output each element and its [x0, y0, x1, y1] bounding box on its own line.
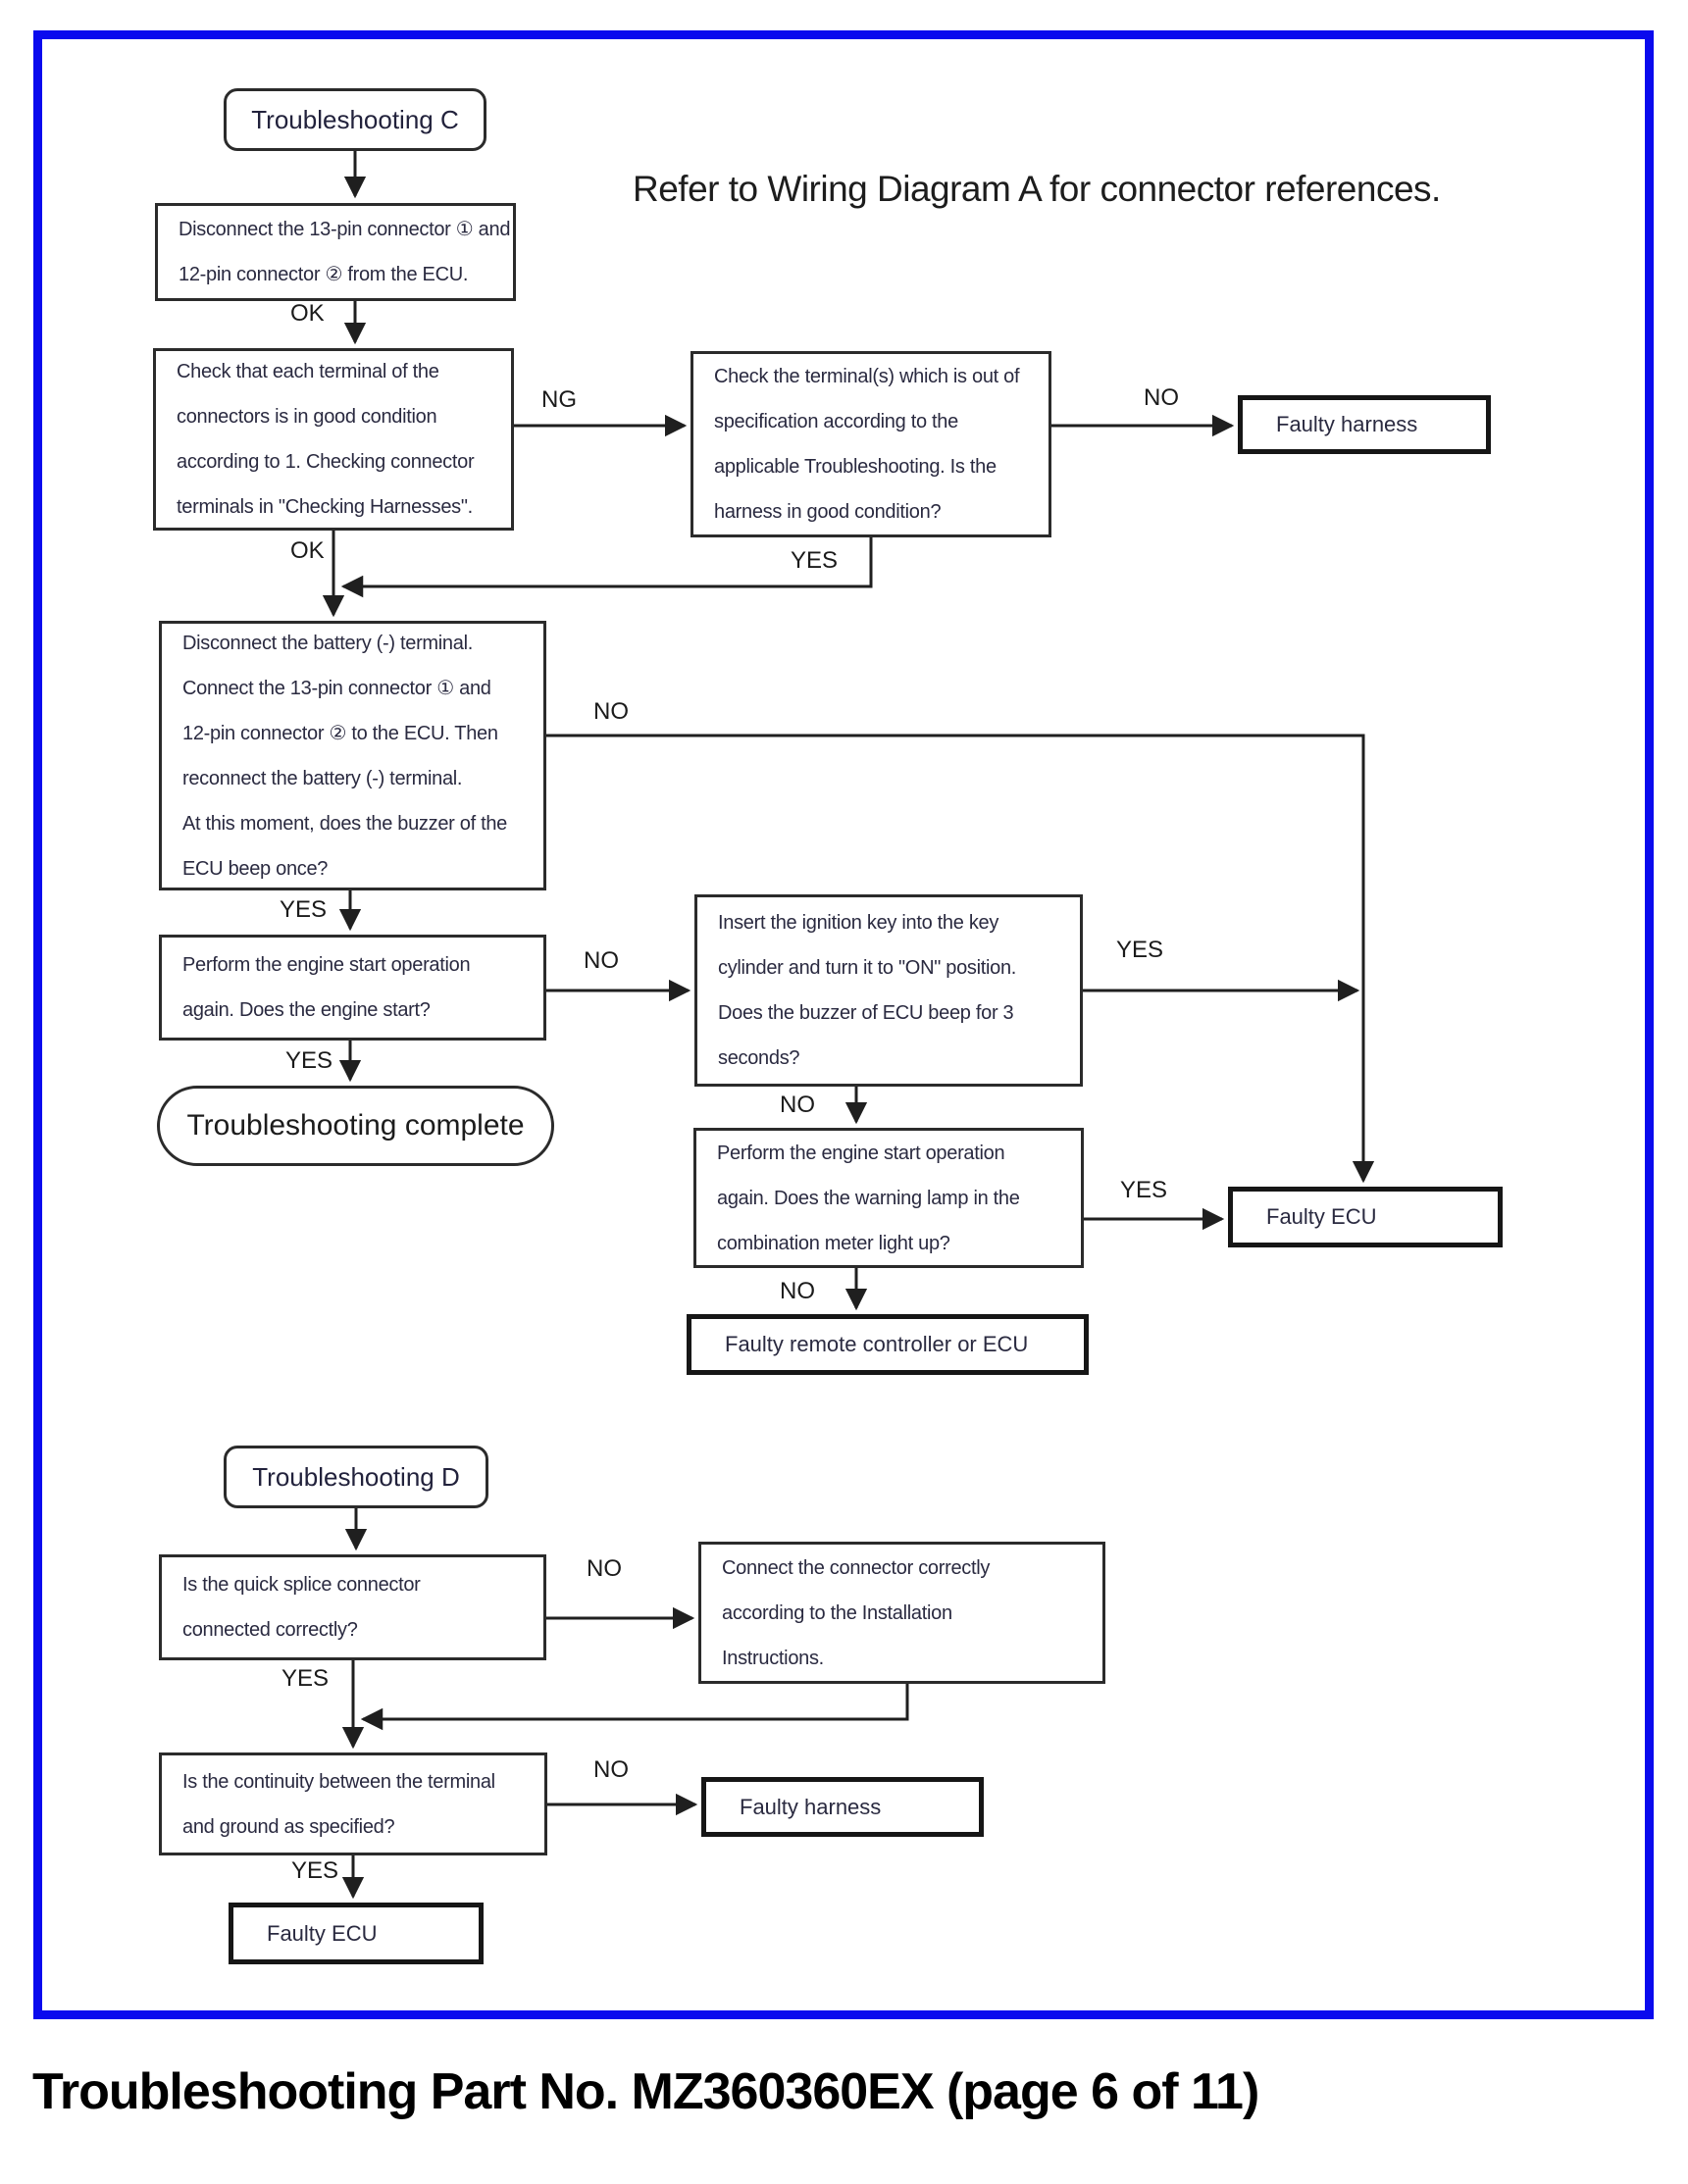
node-troubleshooting-d-title: Troubleshooting D [224, 1446, 488, 1508]
node-label: Troubleshooting C [251, 105, 459, 134]
node-warning-lamp-check: Perform the engine start operation again… [693, 1128, 1084, 1268]
node-text-line: Check the terminal(s) which is out of [714, 366, 1020, 387]
node-label: Faulty harness [1276, 412, 1418, 436]
node-troubleshooting-c-title: Troubleshooting C [224, 88, 486, 151]
node-text-line: Connect the connector correctly [722, 1556, 991, 1579]
node-text-line: Insert the ignition key into the key [718, 912, 999, 934]
node-continuity-check: Is the continuity between the terminal a… [159, 1752, 547, 1855]
edge-label-no: NO [593, 698, 629, 725]
node-battery-buzzer-check: Disconnect the battery (-) terminal. Con… [159, 621, 546, 890]
node-label: Troubleshooting complete [186, 1109, 525, 1142]
edge-label-ok: OK [290, 537, 325, 564]
node-text-line: Is the quick splice connector [182, 1574, 421, 1596]
node-text-line: harness in good condition? [714, 501, 942, 523]
edge-label-no: NO [780, 1278, 815, 1304]
node-label: Faulty harness [740, 1794, 882, 1819]
node-troubleshooting-complete: Troubleshooting complete [157, 1086, 554, 1166]
node-check-out-of-spec: Check the terminal(s) which is out of sp… [691, 351, 1051, 537]
edge-label-yes: YES [1116, 937, 1164, 963]
page-caption: Troubleshooting Part No. MZ360360EX (pag… [32, 2063, 1259, 2120]
edge-label-no: NO [780, 1092, 815, 1118]
node-text-line: again. Does the warning lamp in the [717, 1187, 1020, 1209]
node-text-line: specification according to the [714, 411, 958, 432]
edge-label-yes: YES [291, 1857, 339, 1884]
node-text-line: terminals in "Checking Harnesses". [177, 496, 473, 518]
node-text-line: reconnect the battery (-) terminal. [182, 767, 463, 789]
node-text-line: according to 1. Checking connector [177, 451, 475, 473]
edge-label-yes: YES [280, 896, 328, 923]
node-text-line: and ground as specified? [182, 1815, 395, 1838]
node-quick-splice-check: Is the quick splice connector connected … [159, 1554, 546, 1660]
node-connect-connector: Connect the connector correctly accordin… [698, 1542, 1105, 1684]
node-faulty-ecu-d: Faulty ECU [229, 1903, 484, 1964]
node-text-line: cylinder and turn it to "ON" position. [718, 957, 1017, 979]
edge-label-no: NO [587, 1555, 622, 1582]
node-label: Troubleshooting D [252, 1462, 460, 1492]
edge-label-yes: YES [791, 547, 839, 574]
edge-label-no: NO [593, 1756, 629, 1783]
node-check-terminals: Check that each terminal of the connecto… [153, 348, 514, 531]
node-text-line: seconds? [718, 1047, 800, 1069]
wiring-diagram-note: Refer to Wiring Diagram A for connector … [633, 169, 1441, 209]
node-faulty-harness-c: Faulty harness [1238, 395, 1491, 454]
node-text-line: Is the continuity between the terminal [182, 1770, 495, 1793]
node-text-line: according to the Installation [722, 1601, 952, 1624]
node-text-line: Disconnect the battery (-) terminal. [182, 632, 473, 654]
node-text-line: Perform the engine start operation [717, 1142, 1005, 1164]
edge-label-no: NO [584, 947, 619, 974]
node-ignition-key-check: Insert the ignition key into the key cyl… [694, 894, 1083, 1087]
node-disconnect-connectors: Disconnect the 13-pin connector ① and 12… [155, 203, 516, 301]
node-faulty-ecu-c: Faulty ECU [1228, 1187, 1503, 1247]
edge-label-yes: YES [285, 1047, 333, 1074]
node-text-line: applicable Troubleshooting. Is the [714, 456, 997, 478]
edge-label-ng: NG [541, 386, 577, 413]
node-label: Faulty remote controller or ECU [725, 1332, 1029, 1356]
edge-label-yes: YES [281, 1665, 330, 1692]
node-text-line: Instructions. [722, 1647, 824, 1669]
node-text-line: combination meter light up? [717, 1232, 950, 1254]
node-text-line: At this moment, does the buzzer of the [182, 812, 508, 835]
node-text-line: again. Does the engine start? [182, 999, 431, 1021]
node-faulty-harness-d: Faulty harness [701, 1777, 984, 1837]
edge-label-no: NO [1144, 384, 1179, 411]
node-text-line: ECU beep once? [182, 857, 329, 880]
node-faulty-remote-or-ecu: Faulty remote controller or ECU [687, 1314, 1089, 1375]
edge-label-yes: YES [1120, 1177, 1168, 1203]
node-text-line: Perform the engine start operation [182, 954, 471, 976]
node-text-line: 12-pin connector ② from the ECU. [179, 264, 469, 285]
node-engine-start-check: Perform the engine start operation again… [159, 935, 546, 1041]
node-text-line: 12-pin connector ② to the ECU. Then [182, 722, 498, 744]
node-text-line: Does the buzzer of ECU beep for 3 [718, 1002, 1014, 1024]
node-text-line: connected correctly? [182, 1619, 358, 1641]
node-text-line: Disconnect the 13-pin connector ① and [179, 219, 511, 240]
node-text-line: Check that each terminal of the [177, 361, 439, 382]
node-text-line: Connect the 13-pin connector ① and [182, 677, 491, 699]
node-label: Faulty ECU [1266, 1204, 1377, 1229]
node-text-line: connectors is in good condition [177, 406, 437, 428]
node-label: Faulty ECU [267, 1920, 378, 1946]
edge-label-ok: OK [290, 300, 325, 327]
